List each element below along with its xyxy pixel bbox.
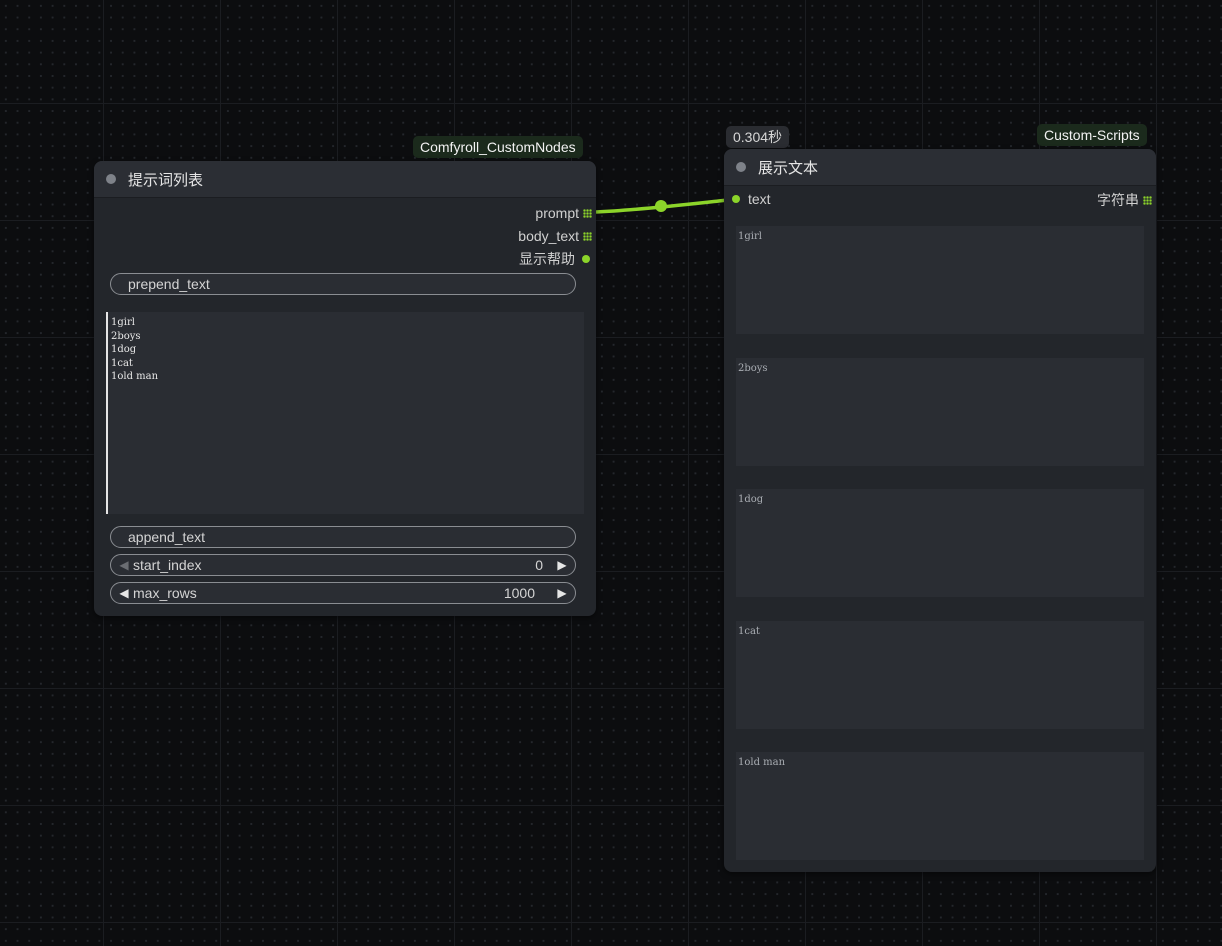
widget-label: prepend_text (128, 276, 210, 292)
display-text-box[interactable]: 1cat (736, 621, 1144, 729)
output-string[interactable]: 字符串 (1097, 189, 1152, 211)
output-body-text[interactable]: body_text (518, 225, 592, 247)
widget-value: 0 (535, 557, 543, 573)
increment-arrow-icon[interactable]: ▶ (557, 586, 567, 600)
input-text[interactable]: text (732, 191, 771, 207)
display-text-box[interactable]: 2boys (736, 358, 1144, 466)
display-text-box[interactable]: 1girl (736, 226, 1144, 334)
source-badge-custom-scripts: Custom-Scripts (1037, 124, 1147, 146)
output-show-help[interactable]: 显示帮助 (519, 248, 590, 270)
max-rows-stepper[interactable]: ◀ max_rows 1000 ▶ (110, 582, 576, 604)
append-text-input[interactable]: append_text (110, 526, 576, 548)
widget-label: max_rows (133, 585, 197, 601)
grid-port-icon[interactable] (583, 231, 592, 241)
display-text-box[interactable]: 1dog (736, 489, 1144, 597)
input-label: text (748, 191, 771, 207)
show-text-node[interactable]: 展示文本 text 字符串 1girl 2boys 1dog 1cat 1old… (724, 149, 1156, 872)
display-text-box[interactable]: 1old man (736, 752, 1144, 860)
node-title: 提示词列表 (128, 171, 204, 189)
grid-port-icon[interactable] (583, 208, 592, 218)
prompt-list-node[interactable]: 提示词列表 prompt body_text 显示帮助 prepend_text… (94, 161, 596, 616)
execution-time-badge: 0.304秒 (726, 126, 790, 148)
source-badge-comfyroll: Comfyroll_CustomNodes (413, 136, 583, 158)
decrement-arrow-icon[interactable]: ◀ (119, 586, 129, 600)
prompt-lines-textarea[interactable]: 1girl 2boys 1dog 1cat 1old man (106, 312, 584, 514)
output-label: 显示帮助 (519, 251, 575, 267)
decrement-arrow-icon[interactable]: ◀ (119, 558, 129, 572)
increment-arrow-icon[interactable]: ▶ (557, 558, 567, 572)
link-midpoint[interactable] (655, 200, 667, 212)
node-title-bar[interactable]: 展示文本 (724, 149, 1156, 186)
output-prompt[interactable]: prompt (535, 202, 592, 224)
collapse-dot-icon[interactable] (106, 174, 116, 184)
widget-label: start_index (133, 557, 202, 573)
round-port-icon[interactable] (732, 195, 740, 203)
widget-label: append_text (128, 529, 206, 545)
output-label: 字符串 (1097, 192, 1139, 208)
output-label: prompt (535, 205, 579, 221)
widget-value: 1000 (503, 585, 535, 601)
output-label: body_text (518, 228, 579, 244)
node-title-bar[interactable]: 提示词列表 (94, 161, 596, 198)
round-port-icon[interactable] (582, 255, 590, 263)
grid-port-icon[interactable] (1143, 195, 1152, 205)
node-title: 展示文本 (758, 159, 819, 177)
start-index-stepper[interactable]: ◀ start_index 0 ▶ (110, 554, 576, 576)
collapse-dot-icon[interactable] (736, 162, 746, 172)
prepend-text-input[interactable]: prepend_text (110, 273, 576, 295)
